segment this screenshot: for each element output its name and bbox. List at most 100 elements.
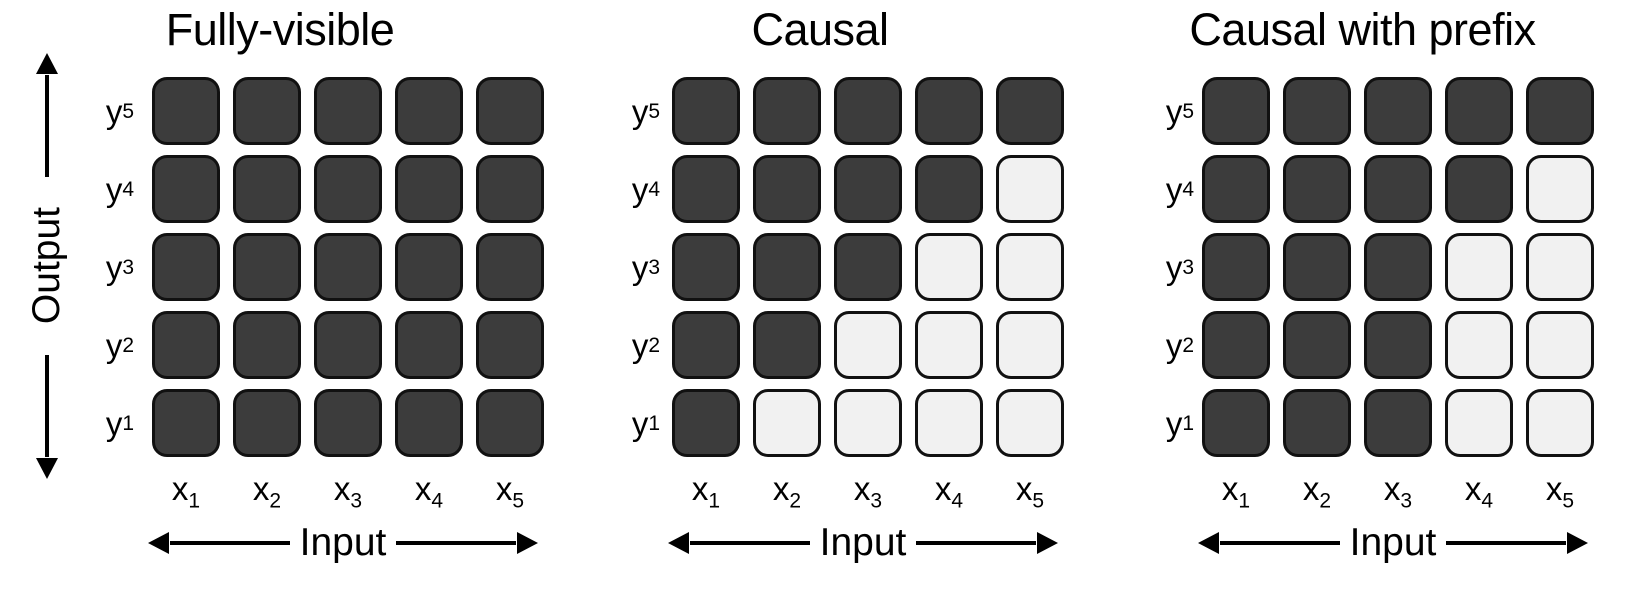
row-label-sub: 4 bbox=[122, 177, 134, 201]
input-arrow-left bbox=[170, 541, 290, 545]
mask-cell bbox=[314, 77, 382, 145]
column-label-sub: 1 bbox=[188, 489, 201, 513]
row-label-sub: 3 bbox=[1182, 255, 1194, 279]
mask-cell bbox=[1526, 77, 1594, 145]
mask-cell bbox=[1283, 311, 1351, 379]
row-label-base: y bbox=[105, 92, 123, 130]
column-label-base: x bbox=[171, 470, 189, 507]
row-label-base: y bbox=[631, 404, 649, 442]
mask-cell bbox=[753, 77, 821, 145]
mask-cell bbox=[1445, 389, 1513, 457]
mask-cell bbox=[834, 311, 902, 379]
column-label-sub: 5 bbox=[512, 489, 525, 513]
mask-cell bbox=[1526, 311, 1594, 379]
mask-cell bbox=[1364, 233, 1432, 301]
row-label-sub: 1 bbox=[122, 411, 134, 435]
column-labels: x1 x2 x3 x4 x5 bbox=[1202, 472, 1594, 512]
row-label-sub: 4 bbox=[1182, 177, 1194, 201]
row-label-base: y bbox=[1165, 404, 1183, 442]
mask-cell bbox=[1283, 155, 1351, 223]
mask-cell bbox=[233, 77, 301, 145]
mask-cell bbox=[753, 233, 821, 301]
input-arrow-right bbox=[916, 541, 1036, 545]
row-label-sub: 2 bbox=[122, 333, 134, 357]
column-label-x4: x4 bbox=[395, 472, 463, 512]
column-label-base: x bbox=[1383, 470, 1401, 507]
mask-cell bbox=[476, 311, 544, 379]
column-label-x5: x5 bbox=[1526, 472, 1594, 512]
mask-cell bbox=[476, 77, 544, 145]
mask-cell bbox=[753, 155, 821, 223]
column-label-sub: 5 bbox=[1562, 489, 1575, 513]
row-label-base: y bbox=[631, 92, 649, 130]
mask-cell bbox=[314, 311, 382, 379]
output-axis-label: Output bbox=[25, 207, 68, 325]
output-arrow-up bbox=[45, 75, 49, 178]
mask-cell bbox=[996, 155, 1064, 223]
mask-cell bbox=[152, 77, 220, 145]
mask-grid bbox=[672, 77, 1064, 457]
row-label-base: y bbox=[631, 248, 649, 286]
column-label-sub: 5 bbox=[1032, 489, 1045, 513]
mask-cell bbox=[996, 389, 1064, 457]
column-label-x4: x4 bbox=[1445, 472, 1513, 512]
column-label-base: x bbox=[333, 470, 351, 507]
column-label-base: x bbox=[495, 470, 513, 507]
panel-title: Causal bbox=[751, 4, 889, 55]
mask-cell bbox=[395, 155, 463, 223]
mask-cell bbox=[395, 389, 463, 457]
column-label-base: x bbox=[691, 470, 709, 507]
mask-cell bbox=[152, 389, 220, 457]
column-label-base: x bbox=[934, 470, 952, 507]
column-label-x3: x3 bbox=[314, 472, 382, 512]
output-arrow-down bbox=[45, 354, 49, 458]
row-label-sub: 1 bbox=[648, 411, 660, 435]
panel-title: Causal with prefix bbox=[1189, 4, 1536, 55]
row-label-sub: 3 bbox=[648, 255, 660, 279]
column-label-x3: x3 bbox=[834, 472, 902, 512]
mask-cell bbox=[1364, 77, 1432, 145]
mask-cell bbox=[753, 311, 821, 379]
mask-cell bbox=[753, 389, 821, 457]
input-axis: Input bbox=[1198, 520, 1588, 566]
mask-cell bbox=[672, 155, 740, 223]
column-label-base: x bbox=[1221, 470, 1239, 507]
column-labels: x1 x2 x3 x4 x5 bbox=[152, 472, 544, 512]
mask-cell bbox=[1283, 233, 1351, 301]
mask-cell bbox=[672, 389, 740, 457]
column-label-sub: 3 bbox=[1400, 489, 1413, 513]
column-label-base: x bbox=[1545, 470, 1563, 507]
column-label-x1: x1 bbox=[152, 472, 220, 512]
mask-cell bbox=[1202, 77, 1270, 145]
row-label-base: y bbox=[1165, 248, 1183, 286]
row-label-sub: 4 bbox=[648, 177, 660, 201]
column-label-sub: 3 bbox=[350, 489, 363, 513]
column-label-x2: x2 bbox=[1283, 472, 1351, 512]
mask-cell bbox=[1202, 389, 1270, 457]
column-label-x3: x3 bbox=[1364, 472, 1432, 512]
mask-cell bbox=[152, 233, 220, 301]
mask-cell bbox=[395, 77, 463, 145]
column-label-base: x bbox=[1464, 470, 1482, 507]
input-axis-label: Input bbox=[1349, 521, 1437, 564]
mask-cell bbox=[915, 311, 983, 379]
mask-cell bbox=[314, 155, 382, 223]
mask-cell bbox=[1283, 389, 1351, 457]
mask-cell bbox=[476, 389, 544, 457]
mask-cell bbox=[1364, 155, 1432, 223]
